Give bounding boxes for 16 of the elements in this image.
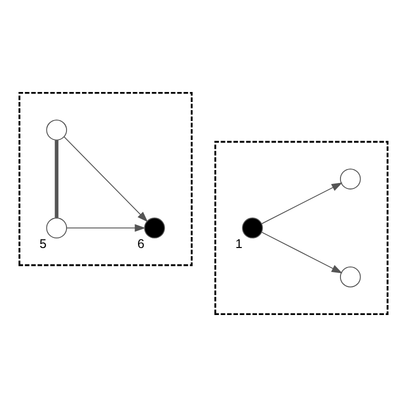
cluster <box>18 92 193 266</box>
node-circle <box>144 218 165 238</box>
node-circle <box>46 218 68 238</box>
arrow <box>261 182 343 224</box>
node-label: 1 <box>235 237 242 252</box>
node-circle <box>340 168 361 190</box>
node-circle <box>340 266 361 288</box>
node-circle <box>46 120 68 140</box>
cluster <box>214 140 388 316</box>
connector <box>54 140 58 218</box>
arrow <box>64 136 148 222</box>
arrow <box>66 224 146 232</box>
node-label: 6 <box>137 237 144 252</box>
node-circle <box>242 218 263 238</box>
node-label: 5 <box>39 237 47 252</box>
arrow <box>261 232 343 274</box>
